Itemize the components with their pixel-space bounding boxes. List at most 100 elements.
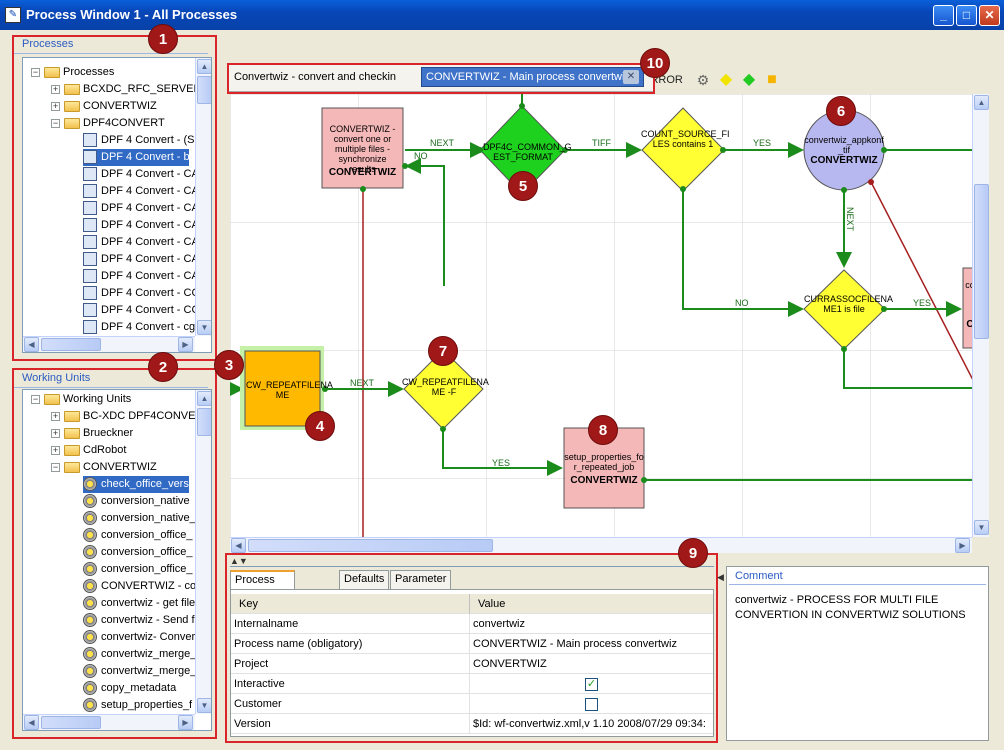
tree-item[interactable]: +Brueckner [51, 425, 133, 442]
table-cell-value[interactable]: CONVERTWIZ - Main process convertwiz [470, 634, 713, 654]
expand-icon[interactable]: + [51, 83, 60, 94]
gear-icon[interactable]: ⚙ [696, 72, 710, 88]
scroll-left-icon[interactable]: ◀ [24, 337, 39, 352]
tree-vertical-scrollbar[interactable]: ▲▼ [195, 58, 211, 336]
tree-item[interactable]: DPF 4 Convert - CA [83, 200, 199, 217]
table-cell-value[interactable]: convertwiz [470, 614, 713, 634]
tree-item[interactable]: DPF 4 Convert - CC [83, 285, 199, 302]
title-bar[interactable]: ✎ Process Window 1 - All Processes _ □ ✕ [0, 0, 1004, 30]
close-button[interactable]: ✕ [979, 5, 1000, 26]
scroll-right-icon[interactable]: ▶ [955, 538, 970, 553]
working-units-tree[interactable]: −Working Units+BC-XDC DPF4CONVERT+Brueck… [22, 389, 212, 731]
scroll-up-icon[interactable]: ▲ [974, 95, 989, 110]
tree-item[interactable]: DPF 4 Convert - CA [83, 251, 199, 268]
expand-icon[interactable]: + [51, 444, 60, 455]
table-cell-value[interactable]: CONVERTWIZ [470, 654, 713, 674]
processes-tree[interactable]: −Processes+BCXDC_RFC_SERVER+CONVERTWIZ−D… [22, 57, 212, 353]
scroll-up-icon[interactable]: ▲ [197, 59, 211, 74]
tree-item[interactable]: DPF 4 Convert - CA [83, 166, 199, 183]
scroll-down-icon[interactable]: ▼ [197, 698, 211, 713]
collapse-icon[interactable]: − [51, 461, 60, 472]
tree-item[interactable]: convertwiz - Send f [83, 612, 195, 629]
table-cell-value[interactable]: $Id: wf-convertwiz.xml,v 1.10 2008/07/29… [470, 714, 713, 734]
yellow-diamond-icon[interactable]: ◆ [719, 71, 733, 88]
tab-convert-and-checkin[interactable]: Convertwiz - convert and checkin [234, 71, 397, 83]
scroll-thumb[interactable] [41, 716, 101, 729]
tree-item[interactable]: +CONVERTWIZ [51, 98, 157, 115]
tree-item[interactable]: conversion_office_ [83, 561, 193, 578]
tree-item[interactable]: DPF 4 Convert - CC [83, 302, 199, 319]
expand-icon[interactable]: + [51, 410, 60, 421]
collapse-icon[interactable]: − [31, 66, 40, 77]
scroll-down-icon[interactable]: ▼ [974, 520, 989, 535]
node-partial-right[interactable] [962, 267, 972, 349]
info-tab-parameter[interactable]: Parameter [390, 570, 452, 589]
tree-item[interactable]: conversion_office_ [83, 544, 193, 561]
tree-item[interactable]: −Working Units [31, 391, 131, 408]
collapse-left-icon[interactable]: ◀ [717, 572, 724, 582]
tree-item[interactable]: +BCXDC_RFC_SERVER [51, 81, 201, 98]
column-header-value[interactable]: Value [470, 594, 713, 614]
tree-item[interactable]: check_office_versio [83, 476, 197, 493]
tree-item[interactable]: DPF 4 Convert - CA [83, 234, 199, 251]
table-cell-value[interactable] [470, 694, 713, 714]
tree-item[interactable]: convertwiz_merge_ [83, 646, 196, 663]
tree-item[interactable]: conversion_native [83, 493, 190, 510]
table-cell-value[interactable]: ✓ [470, 674, 713, 694]
close-tab-icon[interactable]: ✕ [623, 70, 639, 84]
scroll-down-icon[interactable]: ▼ [197, 320, 211, 335]
info-tab-defaults[interactable]: Defaults [339, 570, 390, 589]
tree-item[interactable]: copy_metadata [83, 680, 176, 697]
orange-square-icon[interactable]: ■ [767, 71, 777, 88]
tree-item[interactable]: DPF 4 Convert - CA [83, 183, 199, 200]
tree-item[interactable]: −Processes [31, 64, 114, 81]
node-cw-repeat-box[interactable] [244, 350, 321, 427]
tree-item[interactable]: +BC-XDC DPF4CONVERT [51, 408, 210, 425]
tree-item[interactable]: conversion_office_ [83, 527, 193, 544]
green-diamond-icon[interactable]: ◆ [742, 71, 756, 88]
tree-item[interactable]: −CONVERTWIZ [51, 459, 157, 476]
unchecked-checkbox[interactable] [585, 697, 598, 711]
tree-item[interactable]: DPF 4 Convert - (S [83, 132, 195, 149]
tree-item[interactable]: setup_properties_f [83, 697, 192, 714]
comment-text[interactable]: convertwiz - PROCESS FOR MULTI FILE CONV… [735, 594, 966, 621]
scroll-thumb[interactable] [41, 338, 101, 351]
tree-item[interactable]: convertwiz_merge_ [83, 663, 196, 680]
scroll-left-icon[interactable]: ◀ [24, 715, 39, 730]
tree-item[interactable]: DPF 4 Convert - cg [83, 319, 195, 336]
scroll-right-icon[interactable]: ▶ [178, 337, 193, 352]
tree-item[interactable]: conversion_native_ [83, 510, 196, 527]
tree-item[interactable]: DPF 4 Convert - CA [83, 268, 199, 285]
tree-item[interactable]: DPF 4 Convert - ba [83, 149, 196, 166]
checked-checkbox[interactable]: ✓ [585, 677, 598, 691]
scroll-left-icon[interactable]: ◀ [231, 538, 246, 553]
tree-item[interactable]: +CdRobot [51, 442, 126, 459]
tree-item[interactable]: CONVERTWIZ - cor [83, 578, 200, 595]
tree-item[interactable]: convertwiz - get file [83, 595, 195, 612]
tree-vertical-scrollbar[interactable]: ▲▼ [195, 390, 211, 714]
tab-main-process[interactable]: CONVERTWIZ - Main process convertwiz ✕ [421, 67, 644, 87]
canvas-vertical-scrollbar[interactable]: ▲ ▼ [972, 94, 989, 537]
scroll-thumb[interactable] [248, 539, 493, 552]
scroll-thumb[interactable] [197, 76, 211, 104]
column-header-key[interactable]: Key [231, 594, 470, 614]
collapse-icon[interactable]: − [51, 117, 60, 128]
scroll-thumb[interactable] [197, 408, 211, 436]
app-icon[interactable]: ✎ [5, 7, 21, 23]
expand-icon[interactable]: + [51, 100, 60, 111]
canvas-horizontal-scrollbar[interactable]: ◀ ▶ [230, 537, 972, 553]
tree-horizontal-scrollbar[interactable]: ◀▶ [23, 714, 195, 730]
collapse-icon[interactable]: − [31, 393, 40, 404]
scroll-thumb[interactable] [974, 184, 989, 339]
process-diagram-canvas[interactable]: CONVERTWIZ - convert one or multiple fil… [230, 94, 972, 537]
maximize-button[interactable]: □ [956, 5, 977, 26]
tree-item[interactable]: −DPF4CONVERT [51, 115, 165, 132]
minimize-button[interactable]: _ [933, 5, 954, 26]
tree-item[interactable]: convertwiz- Conver [83, 629, 195, 646]
collapse-arrows-icon[interactable]: ▲▼ [230, 556, 248, 566]
expand-icon[interactable]: + [51, 427, 60, 438]
tree-item[interactable]: DPF 4 Convert - CA [83, 217, 199, 234]
tree-horizontal-scrollbar[interactable]: ◀▶ [23, 336, 195, 352]
scroll-up-icon[interactable]: ▲ [197, 391, 211, 406]
node-convertwiz-box[interactable] [321, 107, 404, 189]
